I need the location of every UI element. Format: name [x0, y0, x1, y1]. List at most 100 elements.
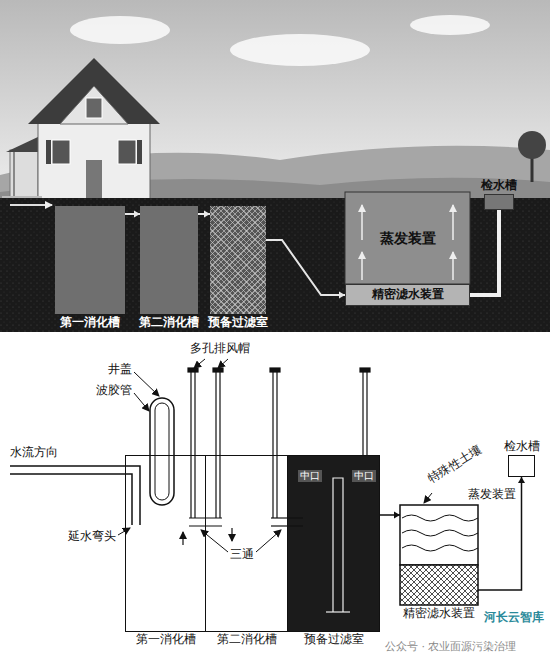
vent-pipe [219, 372, 220, 518]
evaporation-label: 蒸发装置 [380, 230, 436, 246]
part-label: 延水弯头 [68, 530, 116, 544]
evaporation-tank [400, 505, 478, 605]
evaporation-box: 蒸发装置 [345, 192, 470, 284]
hose-loop [150, 398, 174, 505]
tank-label: 第一消化槽 [136, 633, 196, 647]
flow-label: 水流方向 [10, 446, 58, 460]
filter-chamber-fill [287, 455, 380, 632]
filter-label: 预备过滤室 [304, 633, 364, 647]
watermark: 公众号 · 农业面源污染治理 [385, 641, 517, 654]
filter-box: 预备过滤室 [287, 455, 380, 632]
inlet-pipe [10, 474, 132, 525]
inspection-box: 检水槽 [508, 455, 535, 477]
part-label: 波胶管 [96, 384, 132, 398]
sky [0, 0, 550, 200]
sky [70, 16, 170, 44]
leader-line [424, 493, 432, 503]
tree [518, 131, 546, 159]
connector [125, 211, 140, 218]
vent-pipe [215, 372, 216, 518]
tank-box: 第二消化槽 [140, 206, 198, 314]
port-label: 中口 [298, 470, 322, 482]
flow-arrow [231, 528, 232, 541]
vent-pipe [362, 372, 363, 455]
connector [380, 512, 400, 519]
vent-pipe [360, 368, 370, 372]
leader-line [134, 372, 159, 396]
tee-pipe [189, 518, 303, 526]
part-label: 三通 [230, 548, 254, 562]
vent-pipe [270, 368, 280, 372]
tank-box: 第一消化槽 [55, 206, 125, 314]
filtration-band: 精密滤水装置 [345, 284, 470, 306]
inspection-label: 检水槽 [504, 440, 540, 454]
house [118, 140, 136, 164]
tank-label: 第一消化槽 [60, 316, 120, 330]
sky [230, 34, 370, 66]
vent-pipe [194, 372, 195, 518]
house [60, 86, 128, 124]
filtration-box: 精密滤水装置 [400, 565, 478, 605]
evaporation-unit [452, 205, 454, 240]
evaporation-unit [345, 192, 470, 284]
evaporation-box: 蒸发装置 [400, 505, 478, 565]
filter-inner-pipe [326, 611, 350, 612]
arrow-head [518, 477, 525, 483]
inlet-arrow [10, 205, 52, 206]
connector-line [266, 240, 345, 295]
house [137, 140, 142, 164]
house [13, 152, 15, 200]
leader-line [218, 359, 228, 368]
evaporation-unit [345, 192, 470, 284]
inlet-pipe [10, 466, 140, 525]
evaporation-tank [400, 565, 478, 605]
house [46, 140, 51, 164]
house [6, 136, 40, 152]
house [86, 160, 102, 200]
evaporation-tank [402, 530, 478, 536]
house [38, 118, 150, 200]
evaporation-unit [361, 252, 363, 280]
filter-box: 预备过滤室 [210, 206, 266, 314]
inlet-pipe [10, 466, 140, 525]
inlet-pipe [10, 466, 140, 525]
filtration-label: 精密滤水装置 [372, 288, 444, 302]
vent-pipe [272, 372, 273, 518]
house [2, 58, 160, 200]
inspection-label: 检水槽 [481, 179, 517, 193]
vent-pipe [276, 372, 277, 518]
hose-loop [155, 403, 169, 500]
evaporation-tank [400, 505, 478, 565]
flow-arrow [182, 532, 183, 545]
flow-arrow [183, 528, 232, 545]
evaporation-unit [361, 205, 363, 240]
connector [266, 240, 345, 299]
house [28, 58, 160, 124]
watermark: 河长云智库 [484, 611, 544, 625]
filter-inner-pipe [333, 478, 343, 612]
hose-loop [150, 398, 174, 505]
connector-line [470, 210, 499, 295]
inspection-box: 检水槽 [484, 194, 514, 210]
tank-box: 第一消化槽 [125, 455, 206, 632]
tank-label: 第二消化槽 [217, 633, 277, 647]
house [86, 98, 102, 118]
evaporation-unit [452, 252, 454, 280]
sky [0, 0, 550, 200]
leader-line [194, 359, 205, 368]
house [52, 140, 70, 164]
evaporation-label: 蒸发装置 [468, 488, 516, 502]
port-label: 中口 [352, 470, 376, 482]
leader-line [134, 393, 149, 411]
vent-pipe [188, 368, 198, 372]
vent-pipe [366, 372, 367, 455]
leader-line [256, 530, 281, 552]
inlet-arrow [10, 204, 52, 206]
tree [518, 131, 546, 182]
evaporation-tank [402, 515, 478, 521]
leader-line [118, 528, 130, 535]
filter-chamber-fill [287, 455, 380, 632]
filter-inner-pipe [326, 478, 350, 612]
house [10, 150, 38, 200]
